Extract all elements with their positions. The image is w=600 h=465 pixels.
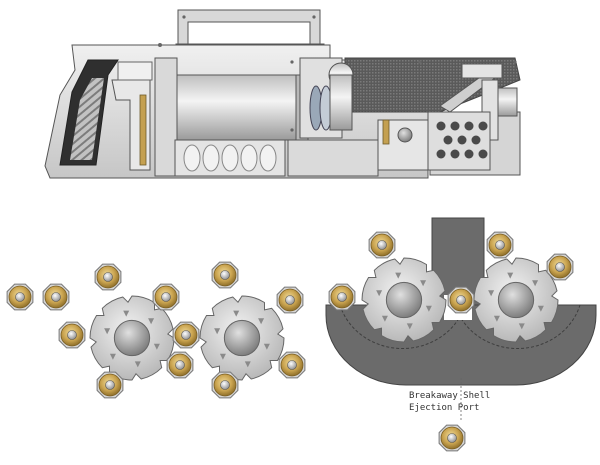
shell-casing	[96, 371, 124, 399]
cylinder-wheel	[361, 257, 447, 343]
shell-casing	[328, 283, 356, 311]
shell-casing	[486, 231, 514, 259]
shell-casing	[368, 231, 396, 259]
callout-line-1: Breakaway Shell	[409, 391, 490, 401]
shell-casing	[166, 351, 194, 379]
shell-casing	[152, 283, 180, 311]
shell-casing	[42, 283, 70, 311]
shell-casing	[211, 261, 239, 289]
cylinder-wheel	[199, 295, 285, 381]
shell-casing	[211, 371, 239, 399]
shell-casing	[278, 351, 306, 379]
shell-casing	[58, 321, 86, 349]
shell-casing	[276, 286, 304, 314]
launcher-gun-illustration	[44, 9, 521, 179]
cylinder-wheel	[473, 257, 559, 343]
ejection-port-callout: Breakaway Shell Ejection Port	[409, 378, 490, 422]
drum-assembly	[299, 57, 354, 139]
shell-casing	[6, 283, 34, 311]
shell-casing	[172, 321, 200, 349]
shell-casing	[94, 263, 122, 291]
shell-casing	[546, 253, 574, 281]
callout-line-2: Ejection Port	[409, 403, 479, 413]
barrel-cluster	[427, 111, 491, 171]
shell-casing	[447, 286, 475, 314]
mechanism-views	[6, 217, 597, 452]
receiver-cylinder	[174, 74, 301, 141]
shell-casing	[438, 424, 466, 452]
lower-housing	[174, 60, 517, 177]
